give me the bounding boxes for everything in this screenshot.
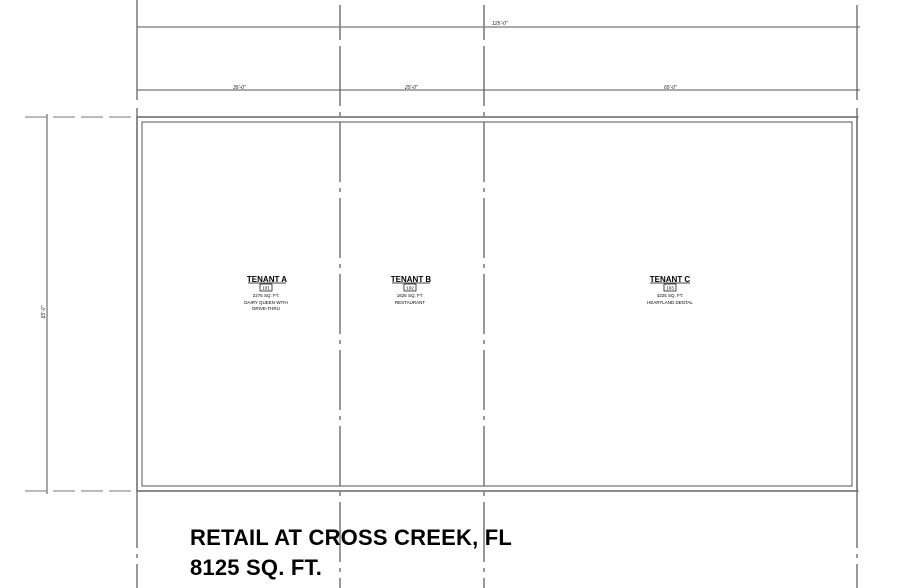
building-inner-wall	[141, 121, 853, 487]
tenant-b-width-label: 25'-0"	[404, 85, 418, 91]
tenant-b-area: 1625 SQ. FT.	[397, 293, 424, 298]
tenant-c-width-label: 65'-0"	[664, 85, 677, 91]
tenant-a-room: 101	[262, 286, 270, 291]
tenant-b-use: RESTAURANT	[395, 300, 425, 305]
room-number-box	[403, 283, 417, 292]
tenant-b-name: TENANT B	[391, 275, 432, 284]
depth-label: 65'-0"	[41, 305, 47, 318]
tenant-c-name: TENANT C	[650, 275, 691, 284]
tenant-a-use: DAIRY QUEEN WITH	[244, 300, 288, 305]
tenant-c-use: HEARTLAND DENTAL	[647, 300, 693, 305]
tenant-a-width-label: 35'-0"	[233, 85, 246, 91]
overall-width-label: 125'-0"	[492, 21, 508, 27]
tenant-a-area: 2275 SQ. FT.	[253, 293, 280, 298]
room-number-box	[259, 283, 273, 292]
room-number-box	[663, 283, 677, 292]
project-title: RETAIL AT CROSS CREEK, FL	[190, 525, 512, 550]
project-area: 8125 SQ. FT.	[190, 555, 323, 580]
tenant-a-use-2: DRIVE-THRU	[252, 306, 280, 311]
tenant-a-name: TENANT A	[247, 275, 287, 284]
tenant-b-room: 102	[406, 286, 414, 291]
tenant-c-room: 103	[666, 286, 674, 291]
tenant-c-area: 4225 SQ. FT.	[657, 293, 684, 298]
building-outer-wall	[136, 116, 858, 492]
